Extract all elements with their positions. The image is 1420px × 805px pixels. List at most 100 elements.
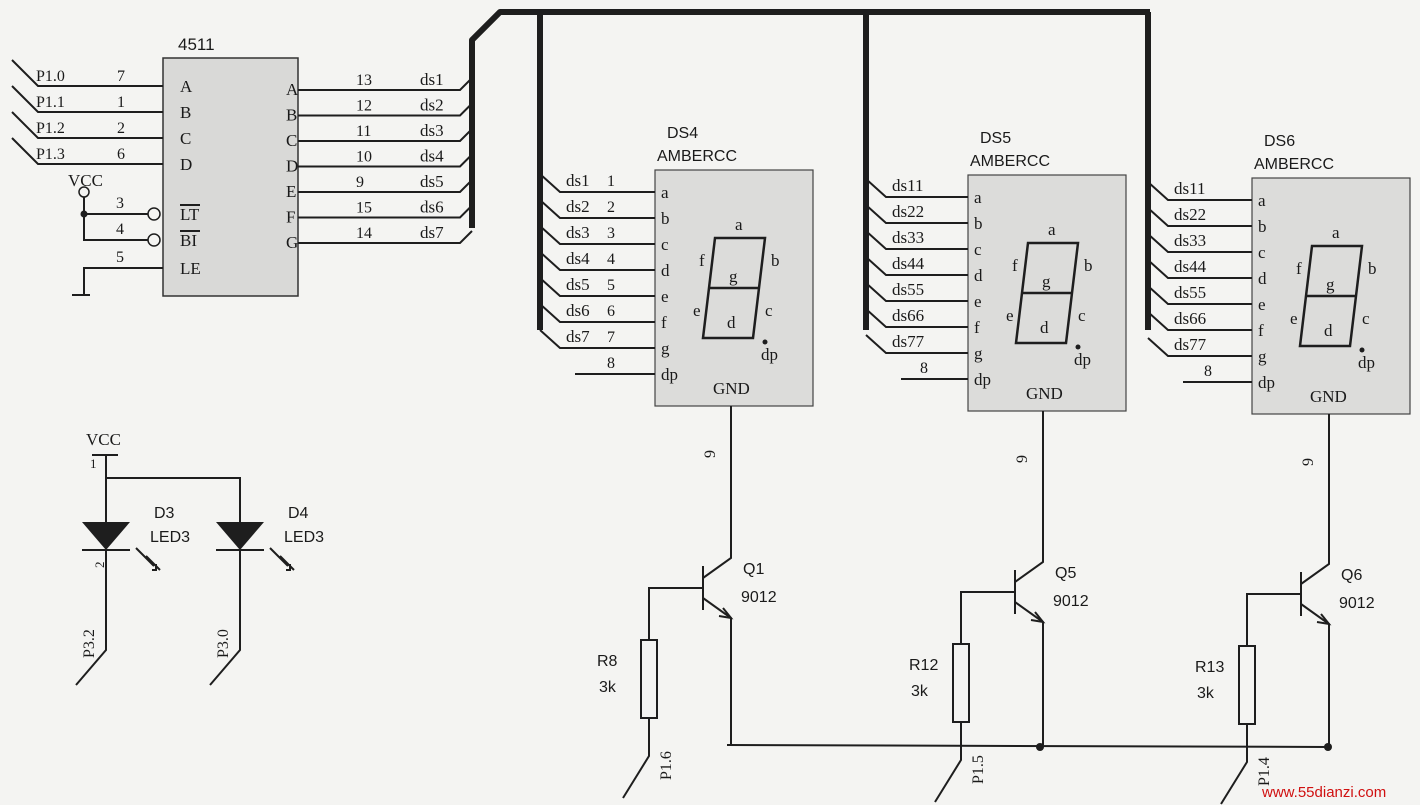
net-label: ds1 — [420, 70, 444, 89]
pin-name: F — [286, 208, 295, 227]
pin-number: 6 — [607, 303, 615, 320]
pin-name: LT — [180, 205, 200, 224]
segment-label-a: a — [1332, 223, 1340, 242]
segment-label-dp: dp — [1074, 350, 1091, 369]
resistor-name: R8 — [597, 653, 618, 670]
segment-label-a: a — [1048, 220, 1056, 239]
segment-pin-name: e — [974, 292, 982, 311]
net-label: ds3 — [566, 223, 590, 242]
pin-name: C — [180, 129, 191, 148]
net-label: ds2 — [566, 197, 590, 216]
port-label: P1.0 — [36, 68, 65, 85]
segment-pin-name: b — [661, 209, 670, 228]
port-label: P1.4 — [1256, 757, 1273, 786]
segment-label-c: c — [1078, 306, 1086, 325]
pin-number: 3 — [116, 195, 124, 212]
pin-number: 7 — [117, 68, 125, 85]
led-type: LED3 — [150, 529, 190, 546]
pin-name: E — [286, 182, 296, 201]
port-label: P1.1 — [36, 94, 65, 111]
pin-number: 14 — [356, 225, 372, 242]
pin-number: 13 — [356, 72, 372, 89]
port-label: P3.2 — [81, 629, 98, 658]
segment-pin-name: dp — [1258, 373, 1275, 392]
segment-label-a: a — [735, 215, 743, 234]
pin-number: 10 — [356, 149, 372, 166]
port-label: P1.3 — [36, 146, 65, 163]
pin-number: 9 — [356, 174, 364, 191]
resistor-name: R12 — [909, 657, 938, 674]
net-label: ds44 — [892, 254, 925, 273]
pin-name: A — [286, 80, 299, 99]
gnd-label: GND — [1026, 384, 1063, 403]
segment-label-dp: dp — [1358, 353, 1375, 372]
emitter-rail — [726, 743, 1332, 751]
segment-pin-name: c — [1258, 243, 1266, 262]
display-type: AMBERCC — [970, 153, 1050, 170]
segment-pin-name: d — [1258, 269, 1267, 288]
net-label: ds55 — [892, 280, 924, 299]
net-label: ds22 — [892, 202, 924, 221]
segment-pin-name: dp — [661, 365, 678, 384]
segment-label-c: c — [1362, 309, 1370, 328]
pin-name: G — [286, 233, 298, 252]
segment-pin-name: b — [974, 214, 983, 233]
segment-label-c: c — [765, 301, 773, 320]
net-label: ds2 — [420, 96, 444, 115]
segment-label-g: g — [729, 267, 738, 286]
pin-number: 4 — [116, 221, 124, 238]
net-label: ds55 — [1174, 283, 1206, 302]
gnd-pin-number: 9 — [1014, 455, 1031, 463]
segment-label-f: f — [1296, 259, 1302, 278]
pin-name: C — [286, 131, 297, 150]
net-label: ds7 — [420, 223, 444, 242]
led-pin-number: 2 — [92, 562, 107, 569]
segment-pin-name: d — [661, 261, 670, 280]
segment-pin-name: f — [661, 313, 667, 332]
transistor-name: Q6 — [1341, 567, 1362, 584]
net-label: ds4 — [420, 147, 444, 166]
display-type: AMBERCC — [657, 148, 737, 165]
segment-label-d: d — [1324, 321, 1333, 340]
net-label: ds44 — [1174, 257, 1207, 276]
led-name: D4 — [288, 505, 309, 522]
pin-number: 8 — [1204, 363, 1212, 380]
pin-number: 7 — [607, 329, 615, 346]
segment-pin-name: g — [1258, 347, 1267, 366]
pin-name: LE — [180, 259, 201, 278]
port-label: P1.6 — [658, 751, 675, 780]
display-id: DS6 — [1264, 133, 1295, 150]
watermark: www.55dianzi.com — [1261, 784, 1386, 801]
segment-pin-name: e — [661, 287, 669, 306]
segment-label-e: e — [693, 301, 701, 320]
pin-number: 11 — [356, 123, 371, 140]
segment-label-g: g — [1326, 275, 1335, 294]
transistor-name: Q5 — [1055, 565, 1076, 582]
segment-pin-name: e — [1258, 295, 1266, 314]
segment-label-e: e — [1006, 306, 1014, 325]
pin-number: 3 — [607, 225, 615, 242]
decoder-body — [162, 57, 299, 297]
pin-number: 2 — [117, 120, 125, 137]
gnd-pin-number: 9 — [1300, 458, 1317, 466]
pin-number: 12 — [356, 98, 372, 115]
segment-pin-name: f — [1258, 321, 1264, 340]
net-label: ds77 — [1174, 335, 1207, 354]
display-ds5: DS5AMBERCCds11ads22bds33cds44dds55eds66f… — [865, 130, 1127, 412]
segment-pin-name: dp — [974, 370, 991, 389]
net-label: ds77 — [892, 332, 925, 351]
segment-pin-name: d — [974, 266, 983, 285]
segment-label-d: d — [727, 313, 736, 332]
led-type: LED3 — [284, 529, 324, 546]
pin-number: 2 — [607, 199, 615, 216]
pin-number: 8 — [607, 355, 615, 372]
